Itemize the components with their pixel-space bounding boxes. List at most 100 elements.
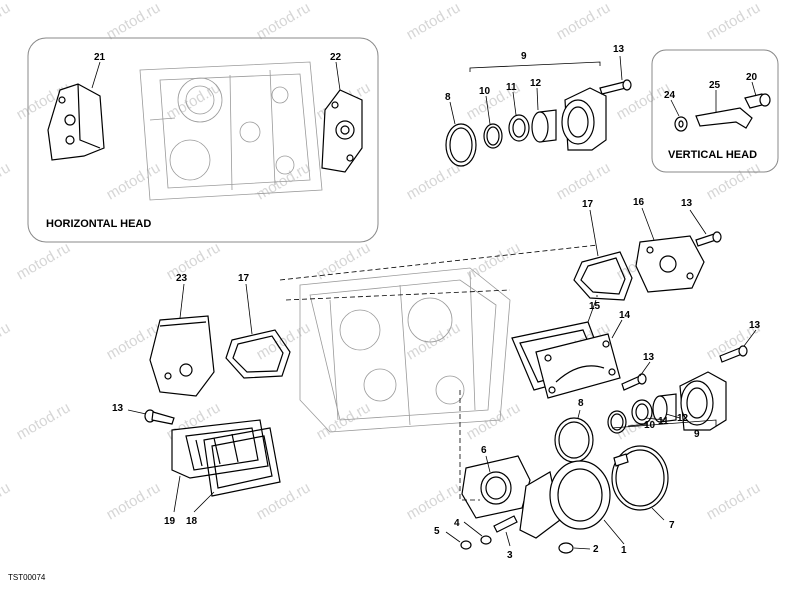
horizontal-head-ghost-casting	[139, 61, 323, 201]
vertical-head-panel: 24 25 20 VERTICAL HEAD	[651, 49, 779, 173]
watermark-text: motod.ru	[104, 159, 164, 203]
part-10-circlip-lower[interactable]	[607, 410, 627, 434]
callout-13-top: 13	[613, 44, 625, 55]
watermark-text: motod.ru	[254, 0, 314, 43]
callout-21: 21	[94, 52, 106, 63]
part-21-cover-plate[interactable]	[47, 83, 105, 161]
vertical-head-frame	[651, 49, 779, 173]
callout-11-top: 11	[506, 82, 517, 93]
part-23-bracket[interactable]	[149, 315, 215, 397]
part-13-bolt-upper[interactable]	[599, 79, 632, 95]
callout-5: 5	[434, 526, 440, 537]
watermark-text: motod.ru	[554, 159, 614, 203]
watermark-text: motod.ru	[704, 0, 764, 43]
callout-10-low: 10	[644, 420, 656, 431]
part-1-intake-manifold[interactable]	[519, 460, 611, 539]
part-2-nut[interactable]	[558, 542, 574, 554]
callout-17-left: 17	[238, 273, 250, 284]
part-10-circlip-upper[interactable]	[483, 123, 503, 149]
part-3-stud[interactable]	[493, 515, 518, 533]
part-9-flange-upper[interactable]	[561, 87, 607, 151]
callout-14: 14	[619, 310, 631, 321]
vertical-head-title: VERTICAL HEAD	[668, 149, 757, 161]
part-17-gasket-left[interactable]	[225, 329, 291, 379]
callout-3: 3	[507, 550, 513, 561]
watermark-text: motod.ru	[0, 319, 13, 363]
watermark-text: motod.ru	[464, 399, 524, 443]
callout-12-low: 12	[677, 413, 689, 424]
watermark-text: motod.ru	[0, 159, 13, 203]
callout-25: 25	[709, 80, 721, 91]
callout-13-mid: 13	[643, 352, 655, 363]
callout-22: 22	[330, 52, 342, 63]
part-8-o-ring-lower[interactable]	[554, 417, 594, 463]
watermark-text: motod.ru	[0, 0, 13, 43]
part-13-bolt-mid[interactable]	[621, 373, 647, 391]
part-9-flange-lower[interactable]	[679, 371, 727, 431]
horizontal-head-frame	[27, 37, 379, 243]
watermark-text: motod.ru	[164, 239, 224, 283]
callout-15: 15	[589, 301, 601, 312]
watermark-text: motod.ru	[704, 479, 764, 523]
part-13-bolt-right[interactable]	[695, 231, 722, 247]
callout-9-top: 9	[521, 51, 527, 62]
watermark-text: motod.ru	[704, 159, 764, 203]
watermark-text: motod.ru	[314, 399, 374, 443]
callout-10-top: 10	[479, 86, 491, 97]
horizontal-head-title: HORIZONTAL HEAD	[46, 218, 151, 230]
horizontal-head-panel: 21 22 HORIZONTAL HEAD	[27, 37, 379, 243]
callout-13-far: 13	[749, 320, 761, 331]
part-22-cover-plate[interactable]	[321, 89, 363, 173]
callout-6: 6	[481, 445, 487, 456]
watermark-text: motod.ru	[404, 479, 464, 523]
callout-19: 19	[164, 516, 176, 527]
part-14-reed-plate[interactable]	[535, 333, 621, 399]
part-4-washer[interactable]	[480, 535, 492, 545]
part-6-gasket[interactable]	[461, 455, 531, 519]
callout-8-top: 8	[445, 92, 451, 103]
callout-2: 2	[593, 544, 599, 555]
part-13-bolt-far[interactable]	[719, 345, 748, 363]
watermark-text: motod.ru	[464, 239, 524, 283]
part-20-screw[interactable]	[744, 93, 771, 109]
part-12-seal-lower[interactable]	[652, 393, 677, 423]
callout-13-right: 13	[681, 198, 693, 209]
callout-1: 1	[621, 545, 627, 556]
callout-11-low: 11	[658, 416, 669, 427]
watermark-text: motod.ru	[404, 319, 464, 363]
callout-13-left: 13	[112, 403, 124, 414]
callout-23: 23	[176, 273, 188, 284]
part-11-bearing-upper[interactable]	[508, 114, 530, 142]
part-12-seal-upper[interactable]	[531, 109, 557, 143]
part-19-reed-block[interactable]	[171, 419, 269, 479]
callout-16: 16	[633, 197, 645, 208]
callout-7: 7	[669, 520, 675, 531]
part-25-bracket[interactable]	[695, 107, 753, 129]
part-13-bolt-left[interactable]	[144, 409, 175, 425]
callout-8-low: 8	[578, 398, 584, 409]
watermark-text: motod.ru	[0, 479, 13, 523]
part-17-gasket-right[interactable]	[573, 251, 633, 301]
watermark-text: motod.ru	[104, 479, 164, 523]
watermark-text: motod.ru	[104, 0, 164, 43]
main-head-ghost-casting	[279, 244, 599, 501]
part-18-gasket[interactable]	[203, 427, 281, 497]
watermark-text: motod.ru	[14, 399, 74, 443]
part-5-screw[interactable]	[460, 540, 472, 550]
part-16-cover-plate[interactable]	[635, 235, 705, 293]
part-8-o-ring-upper[interactable]	[445, 123, 477, 167]
callout-24: 24	[664, 90, 676, 101]
callout-17-right: 17	[582, 199, 594, 210]
callout-9-low: 9	[694, 429, 700, 440]
callout-20: 20	[746, 72, 758, 83]
part-24-spacer[interactable]	[674, 116, 688, 132]
watermark-text: motod.ru	[554, 0, 614, 43]
watermark-text: motod.ru	[14, 239, 74, 283]
callout-4: 4	[454, 518, 460, 529]
callout-12-top: 12	[530, 78, 542, 89]
watermark-text: motod.ru	[314, 239, 374, 283]
drawing-code: TST00074	[8, 573, 46, 582]
callout-18: 18	[186, 516, 198, 527]
part-7-hose-clamp[interactable]	[611, 445, 669, 511]
